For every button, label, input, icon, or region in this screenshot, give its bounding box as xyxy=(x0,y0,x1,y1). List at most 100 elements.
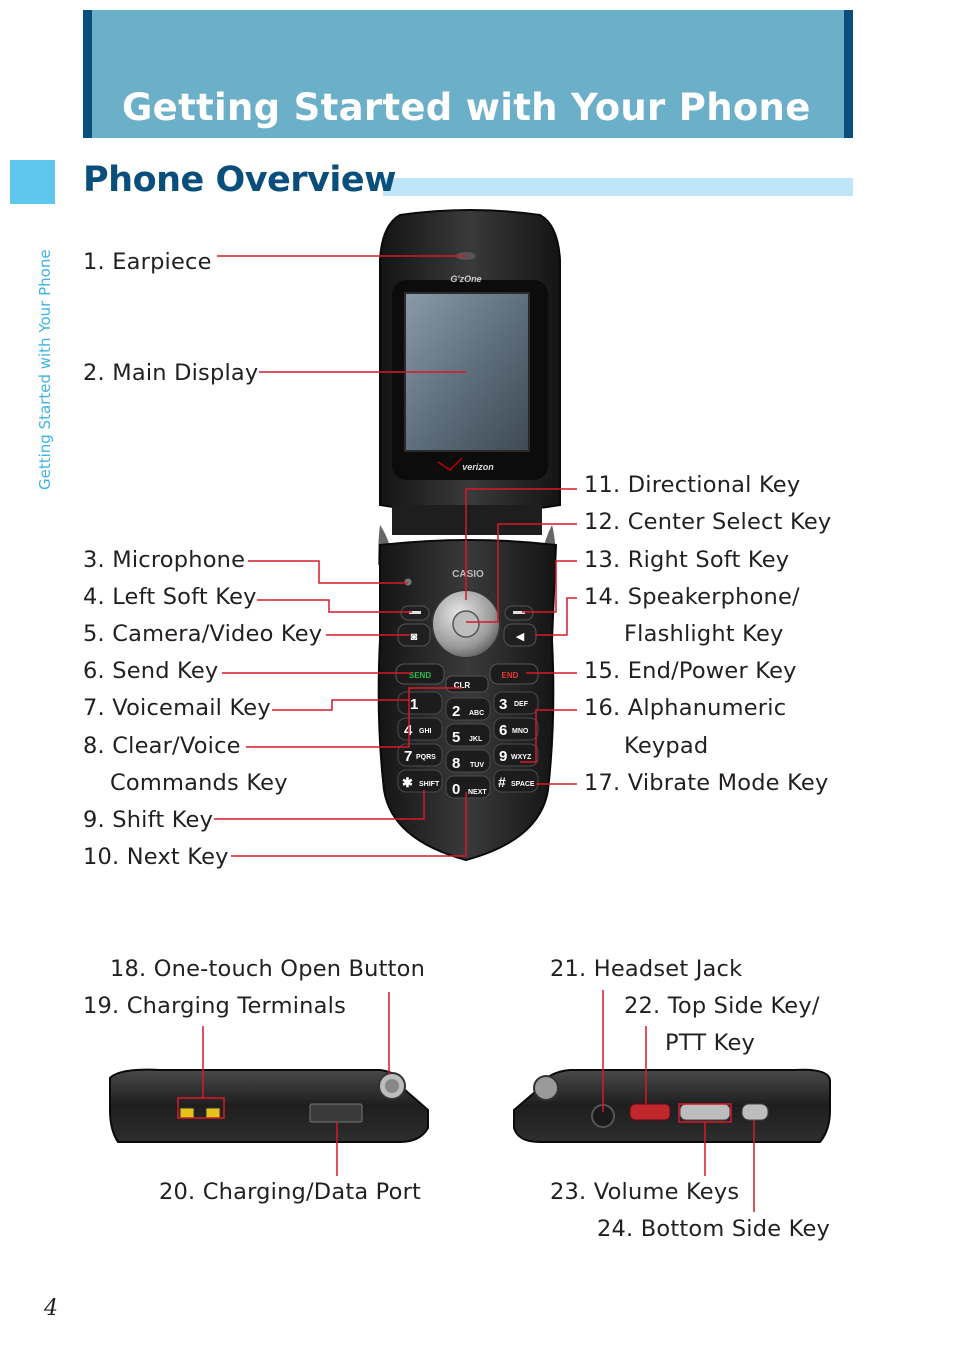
key-7-sub: PQRS xyxy=(416,754,436,761)
callout-terminals-box xyxy=(177,1097,225,1119)
callout-shift-key xyxy=(214,790,425,820)
label-bottom-side-key: 24. Bottom Side Key xyxy=(597,1216,831,1242)
brand-logo-top: G'zOne xyxy=(450,274,481,284)
key-2-label: 2 xyxy=(452,703,460,720)
phone-side-view-left xyxy=(109,1068,429,1143)
label-charging-data-port: 20. Charging/Data Port xyxy=(159,1179,422,1205)
callout-next-key xyxy=(231,792,467,857)
label-right-soft-key: 13. Right Soft Key xyxy=(584,547,790,573)
key-5-sub: JKL xyxy=(469,736,483,743)
section-title: Phone Overview xyxy=(83,160,396,200)
label-earpiece: 1. Earpiece xyxy=(83,249,212,275)
section-title-bar xyxy=(383,178,853,196)
key-7-label: 7 xyxy=(404,748,412,765)
label-flashlight-key: Flashlight Key xyxy=(624,621,784,647)
keypad-7[interactable] xyxy=(397,743,443,767)
label-volume-keys: 23. Volume Keys xyxy=(550,1179,740,1205)
keypad-1-voicemail-key[interactable] xyxy=(397,691,443,715)
label-directional-key: 11. Directional Key xyxy=(584,472,801,498)
key-0-sub: NEXT xyxy=(468,789,487,796)
callout-keypad xyxy=(520,709,577,763)
label-next-key: 10. Next Key xyxy=(83,844,229,870)
label-speakerphone: 14. Speakerphone/ xyxy=(584,584,800,610)
microphone-hole xyxy=(404,578,412,586)
label-center-select-key: 12. Center Select Key xyxy=(584,509,832,535)
label-shift-key: 9. Shift Key xyxy=(83,807,214,833)
vibrate-mode-key[interactable] xyxy=(493,769,539,793)
callout-left-soft-key xyxy=(257,599,412,613)
callout-speakerphone-key xyxy=(535,597,577,636)
chapter-title: Getting Started with Your Phone xyxy=(122,86,811,129)
end-power-key[interactable] xyxy=(489,663,539,685)
label-headset-jack: 21. Headset Jack xyxy=(550,956,743,982)
label-one-touch-open: 18. One-touch Open Button xyxy=(110,956,426,982)
callout-clear-key xyxy=(246,687,462,748)
shift-key[interactable] xyxy=(397,769,443,793)
key-5-label: 5 xyxy=(452,729,460,746)
send-key-label: SEND xyxy=(409,671,431,680)
label-alphanumeric: 16. Alphanumeric xyxy=(584,695,787,721)
speaker-icon: ◀ xyxy=(516,631,525,643)
alphanumeric-keypad: 1 2 ABC 3 DEF 4 GHI 5 JKL 6 MNO 7 PQRS 8… xyxy=(397,691,539,799)
front-callout-lines xyxy=(214,255,577,857)
left-side-callouts xyxy=(177,992,390,1176)
keypad-5[interactable] xyxy=(445,723,491,747)
callout-right-soft-key xyxy=(522,560,577,613)
keypad-6[interactable] xyxy=(493,717,539,741)
label-main-display: 2. Main Display xyxy=(83,360,259,386)
page-number: 4 xyxy=(44,1296,58,1321)
key-hash-label: # xyxy=(498,774,506,790)
clr-key-label: CLR xyxy=(454,681,471,690)
key-8-sub: TUV xyxy=(470,762,484,769)
volume-keys[interactable] xyxy=(679,1103,731,1121)
label-top-side-key: 22. Top Side Key/ xyxy=(624,993,820,1019)
camera-icon: ◙ xyxy=(411,631,418,643)
label-ptt-key: PTT Key xyxy=(665,1030,756,1056)
key-hash-sub: SPACE xyxy=(511,781,535,788)
keypad-2[interactable] xyxy=(445,697,491,721)
label-voicemail-key: 7. Voicemail Key xyxy=(83,695,271,721)
key-star-sub: SHIFT xyxy=(419,781,440,788)
keypad-3[interactable] xyxy=(493,691,539,715)
label-end-power-key: 15. End/Power Key xyxy=(584,658,797,684)
keypad-9[interactable] xyxy=(493,743,539,767)
label-microphone: 3. Microphone xyxy=(83,547,246,573)
bottom-side-key[interactable] xyxy=(741,1103,769,1121)
phone-side-view-right xyxy=(513,1068,831,1143)
next-key[interactable] xyxy=(445,775,491,799)
keypad-8[interactable] xyxy=(445,749,491,773)
key-6-sub: MNO xyxy=(512,728,529,735)
label-camera-video-key: 5. Camera/Video Key xyxy=(83,621,323,647)
carrier-logo: verizon xyxy=(462,462,494,472)
key-6-label: 6 xyxy=(499,722,507,739)
center-select-key[interactable] xyxy=(452,610,480,638)
label-charging-terminals: 19. Charging Terminals xyxy=(83,993,346,1019)
key-9-label: 9 xyxy=(499,748,507,765)
send-key[interactable] xyxy=(395,663,445,685)
charging-terminal-1 xyxy=(179,1107,195,1119)
key-1-label: 1 xyxy=(410,696,418,713)
key-3-sub: DEF xyxy=(514,701,529,708)
ptt-key[interactable] xyxy=(629,1103,671,1121)
charging-data-port xyxy=(309,1103,363,1123)
side-tab-marker xyxy=(10,160,55,204)
maker-logo: CASIO xyxy=(452,569,484,580)
label-keypad: Keypad xyxy=(624,733,709,759)
callout-voicemail-key xyxy=(272,699,410,711)
key-9-sub: WXYZ xyxy=(511,754,532,761)
key-0-label: 0 xyxy=(452,781,460,798)
label-commands-key: Commands Key xyxy=(110,770,288,796)
label-vibrate-mode-key: 17. Vibrate Mode Key xyxy=(584,770,829,796)
end-key-label: END xyxy=(502,671,519,680)
callout-directional-key xyxy=(465,488,577,600)
right-side-callouts xyxy=(602,990,755,1212)
label-clear-voice: 8. Clear/Voice xyxy=(83,733,241,759)
callout-center-select-key xyxy=(466,523,577,623)
label-send-key: 6. Send Key xyxy=(83,658,219,684)
key-8-label: 8 xyxy=(452,755,460,772)
key-2-sub: ABC xyxy=(469,710,484,717)
phone-front-view: G'zOne verizon CASIO ◙ ◀ SEND END CLR xyxy=(377,209,561,862)
callout-microphone xyxy=(248,560,408,584)
key-3-label: 3 xyxy=(499,696,507,713)
